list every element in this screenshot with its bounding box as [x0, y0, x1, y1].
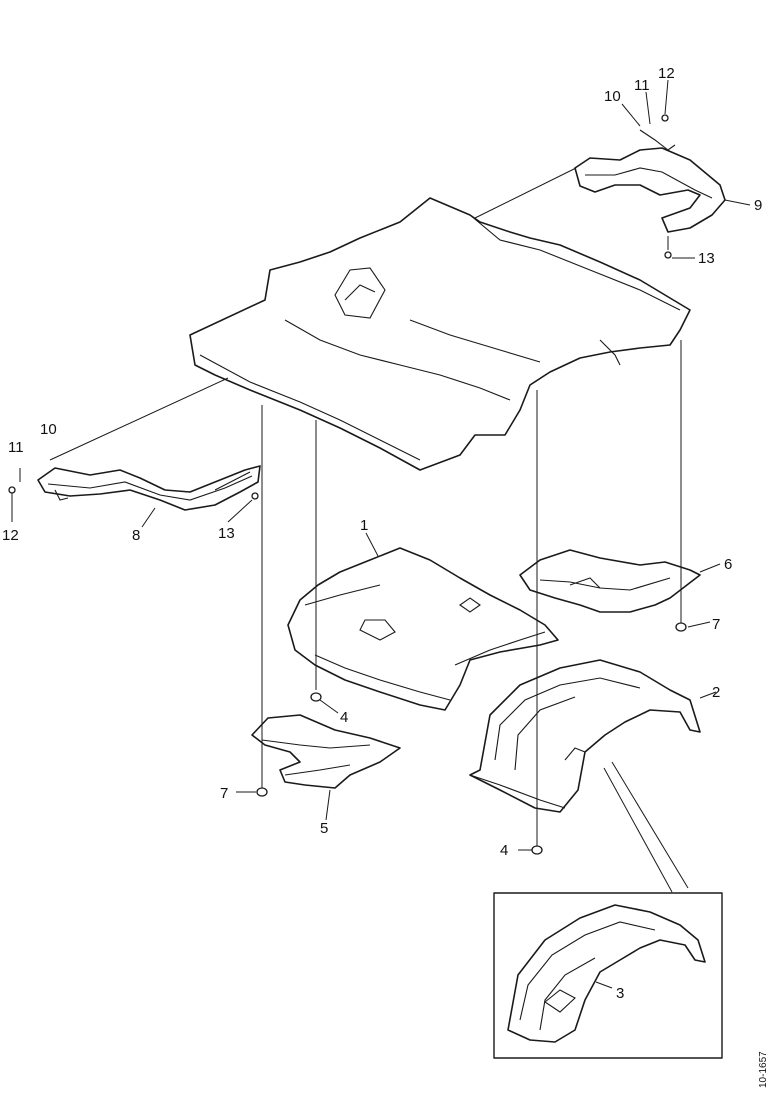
callout-4-upper: 4 — [340, 709, 348, 726]
bolt-12-left — [8, 486, 16, 494]
bolt-13-right — [664, 251, 672, 259]
callout-10-right: 10 — [604, 88, 621, 105]
callout-11-left: 11 — [8, 439, 24, 456]
reference-code: 10-1657 — [758, 1051, 769, 1088]
leader-lines — [49, 167, 689, 893]
callout-5: 5 — [320, 820, 328, 837]
part-1-floor-section — [287, 547, 559, 711]
nut-4-lower — [531, 845, 543, 855]
nut-4-upper — [310, 692, 322, 702]
fasteners — [8, 114, 687, 855]
callout-labels: 1 2 3 4 4 5 6 7 7 8 9 10 10 11 11 12 12 … — [2, 65, 762, 1002]
callout-12-right: 12 — [658, 65, 675, 82]
callout-7-right: 7 — [712, 616, 720, 633]
callout-10-left: 10 — [40, 421, 57, 438]
bolt-12-right — [661, 114, 669, 122]
nut-7-right — [675, 622, 687, 632]
part-9-cross-member — [574, 129, 726, 233]
part-8-cross-member — [37, 465, 261, 511]
callout-4-lower: 4 — [500, 842, 508, 859]
callout-9: 9 — [754, 197, 762, 214]
callout-11-right: 11 — [634, 77, 650, 94]
detail-box — [493, 892, 723, 1059]
part-5-floor-section — [251, 714, 401, 789]
callout-3: 3 — [616, 985, 624, 1002]
part-6-floor-section — [519, 549, 701, 613]
callout-2: 2 — [712, 684, 720, 701]
nut-7-left — [256, 787, 268, 797]
floor-pan — [189, 197, 691, 471]
callout-6: 6 — [724, 556, 732, 573]
callout-7-left: 7 — [220, 785, 228, 802]
callout-13-right: 13 — [698, 250, 715, 267]
bolt-13-left — [251, 492, 259, 500]
callout-12-left: 12 — [2, 527, 19, 544]
callout-1: 1 — [360, 517, 368, 534]
callout-ticks — [11, 79, 751, 989]
part-2-wheel-housing — [469, 659, 701, 813]
callout-13-left: 13 — [218, 525, 235, 542]
callout-8: 8 — [132, 527, 140, 544]
